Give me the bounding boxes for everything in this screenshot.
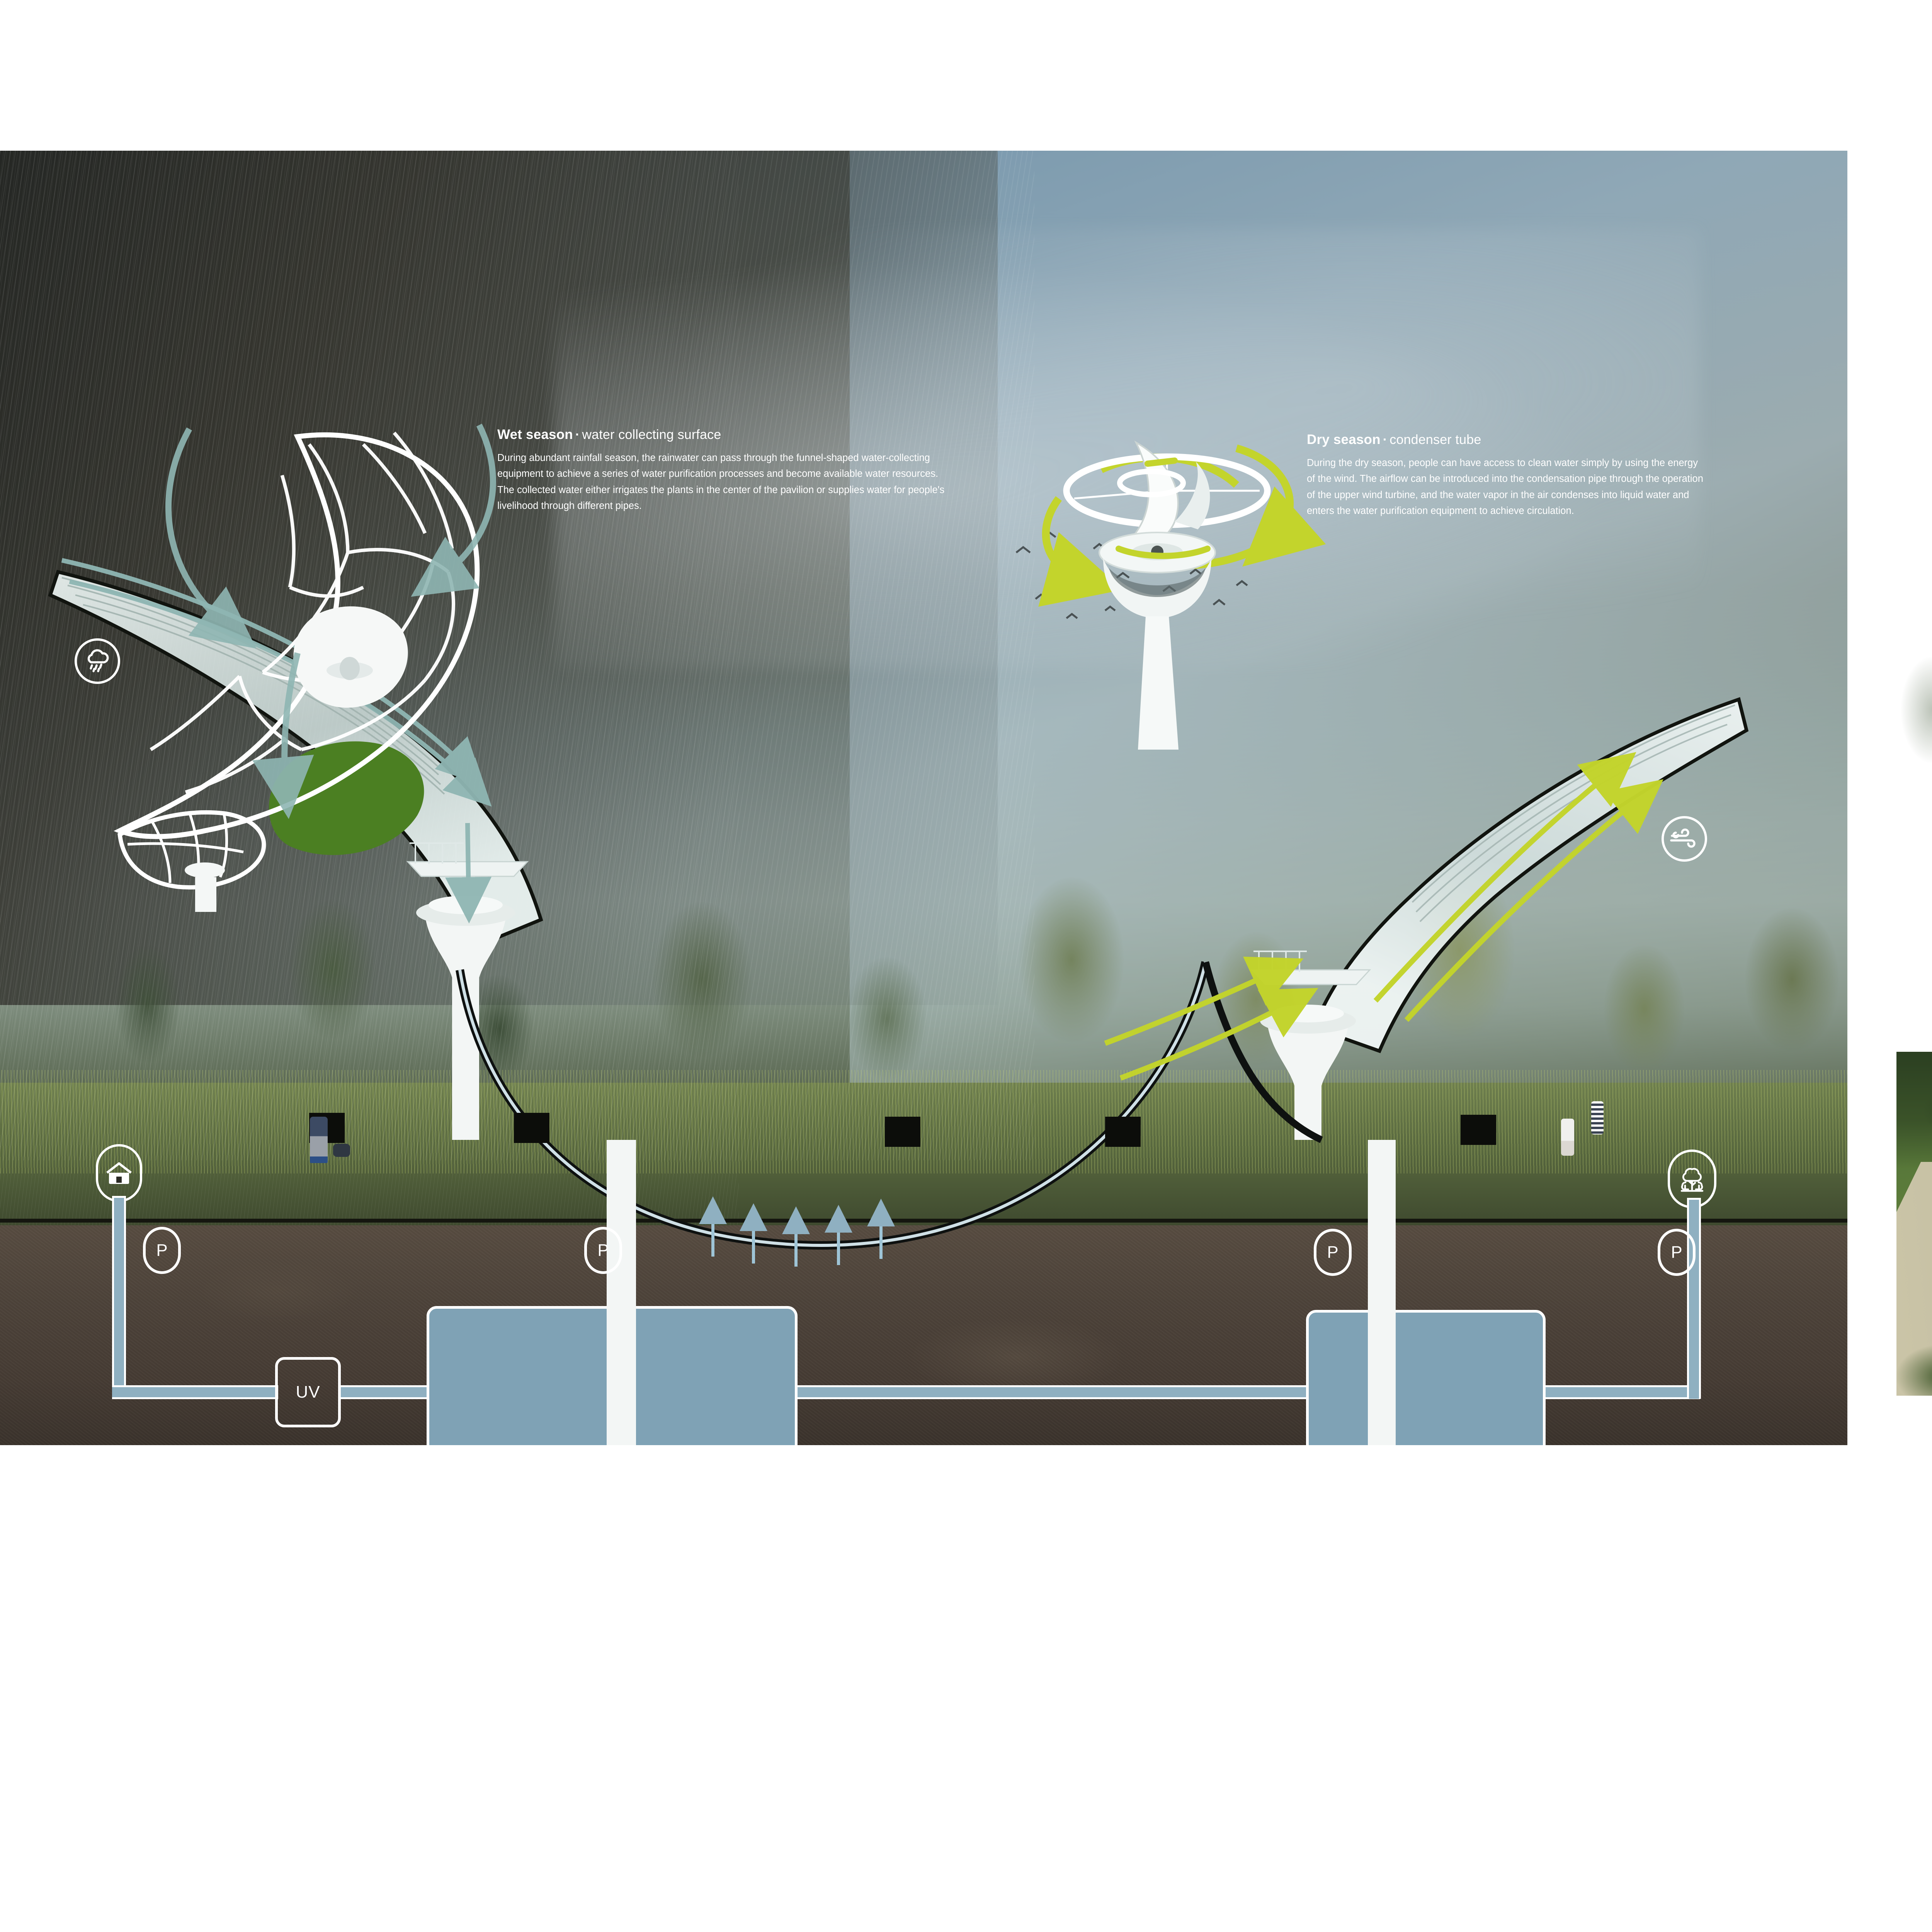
footing-left-shaft	[607, 1140, 636, 1445]
aerial-render	[1896, 1052, 1932, 1396]
pavilion-section-drawing	[48, 558, 1749, 1267]
process-heading: PROCESS	[1886, 201, 1932, 218]
house-icon	[96, 1144, 142, 1202]
credits-footer: Your entry : 510752 6. Clean Water and S…	[0, 1445, 1932, 1808]
pipe-house-vertical	[112, 1196, 126, 1397]
dry-season-block: Dry season·condenser tube During the dry…	[1307, 432, 1709, 519]
pipe-tree-vertical	[1687, 1198, 1701, 1399]
pump-pin-1: P	[143, 1227, 181, 1274]
water-cistern-right: water cistern	[1306, 1310, 1546, 1445]
rain-cloud-icon	[75, 638, 120, 684]
wet-season-subtitle: water collecting surface	[582, 427, 721, 442]
pump-pin-3: P	[1314, 1229, 1352, 1276]
wet-season-separator: ·	[575, 427, 580, 442]
pump-pin-4-label: P	[1671, 1243, 1682, 1262]
uv-filter-label: UV	[296, 1383, 320, 1401]
child-running-1	[1561, 1119, 1574, 1156]
process-section: PROCESS To truly integrate the design in…	[1886, 201, 1932, 308]
wet-season-block: Wet season·water collecting surface Duri…	[497, 427, 946, 514]
uv-filter-unit: UV	[275, 1357, 341, 1427]
dry-season-subtitle: condenser tube	[1389, 432, 1481, 447]
legend-row-cell: CELL	[1888, 896, 1932, 963]
person-walking-with-dog	[310, 1117, 328, 1163]
function-heading: FUNCTION	[1886, 514, 1932, 531]
pipe-house-horizontal	[112, 1385, 278, 1399]
dog	[333, 1144, 350, 1157]
wind-icon	[1662, 816, 1707, 862]
pump-pin-3-label: P	[1327, 1243, 1338, 1262]
presentation-board: water cistern water cistern P P P P	[0, 151, 1932, 1808]
dry-season-body: During the dry season, people can have a…	[1307, 457, 1703, 516]
legend-row-vein: VEIN	[1888, 828, 1932, 896]
dry-season-title-bold: Dry season	[1307, 432, 1381, 447]
meadow-grass-texture	[0, 1070, 1847, 1173]
pipe-cistern-cross	[773, 1385, 1310, 1399]
wet-season-title: Wet season·water collecting surface	[497, 427, 946, 442]
pipe-uv-to-cistern	[340, 1385, 429, 1399]
function-heading-row: FUNCTION	[1886, 514, 1932, 531]
tree-trunk-icon	[1888, 764, 1932, 826]
child-running-2	[1591, 1101, 1604, 1134]
ground-cut-line	[0, 1218, 1847, 1223]
meadow-band	[0, 1083, 1847, 1225]
aerial-render-pavilions	[1896, 1052, 1932, 1396]
aerial-render-foreground-vegetation	[1896, 1299, 1932, 1396]
wet-season-funnel-diagram	[114, 423, 496, 912]
pump-pin-1-label: P	[156, 1241, 168, 1260]
legend-row-trunk: TRUNK	[1888, 761, 1932, 828]
structure-legend: TRUNK	[1888, 761, 1932, 963]
pump-pin-2-label: P	[597, 1241, 609, 1260]
dry-season-title: Dry season·condenser tube	[1307, 432, 1709, 447]
pump-pin-4: P	[1658, 1229, 1696, 1276]
dry-season-separator: ·	[1383, 432, 1388, 447]
footing-right-shaft	[1368, 1140, 1396, 1445]
wet-season-title-bold: Wet season	[497, 427, 573, 442]
board-visual-area: water cistern water cistern P P P P	[0, 151, 1932, 1445]
main-scene: water cistern water cistern P P P P	[0, 151, 1847, 1445]
pump-pin-2: P	[584, 1227, 622, 1274]
process-heading-row: PROCESS	[1886, 201, 1932, 218]
wet-season-body: During abundant rainfall season, the rai…	[497, 452, 945, 511]
dry-season-turbine-diagram	[1038, 440, 1326, 750]
cell-grid-icon	[1888, 898, 1932, 960]
aerial-render-forest	[1896, 1052, 1932, 1169]
process-body: To truly integrate the design into the l…	[1886, 231, 1932, 306]
leaf-vein-icon	[1888, 831, 1932, 893]
